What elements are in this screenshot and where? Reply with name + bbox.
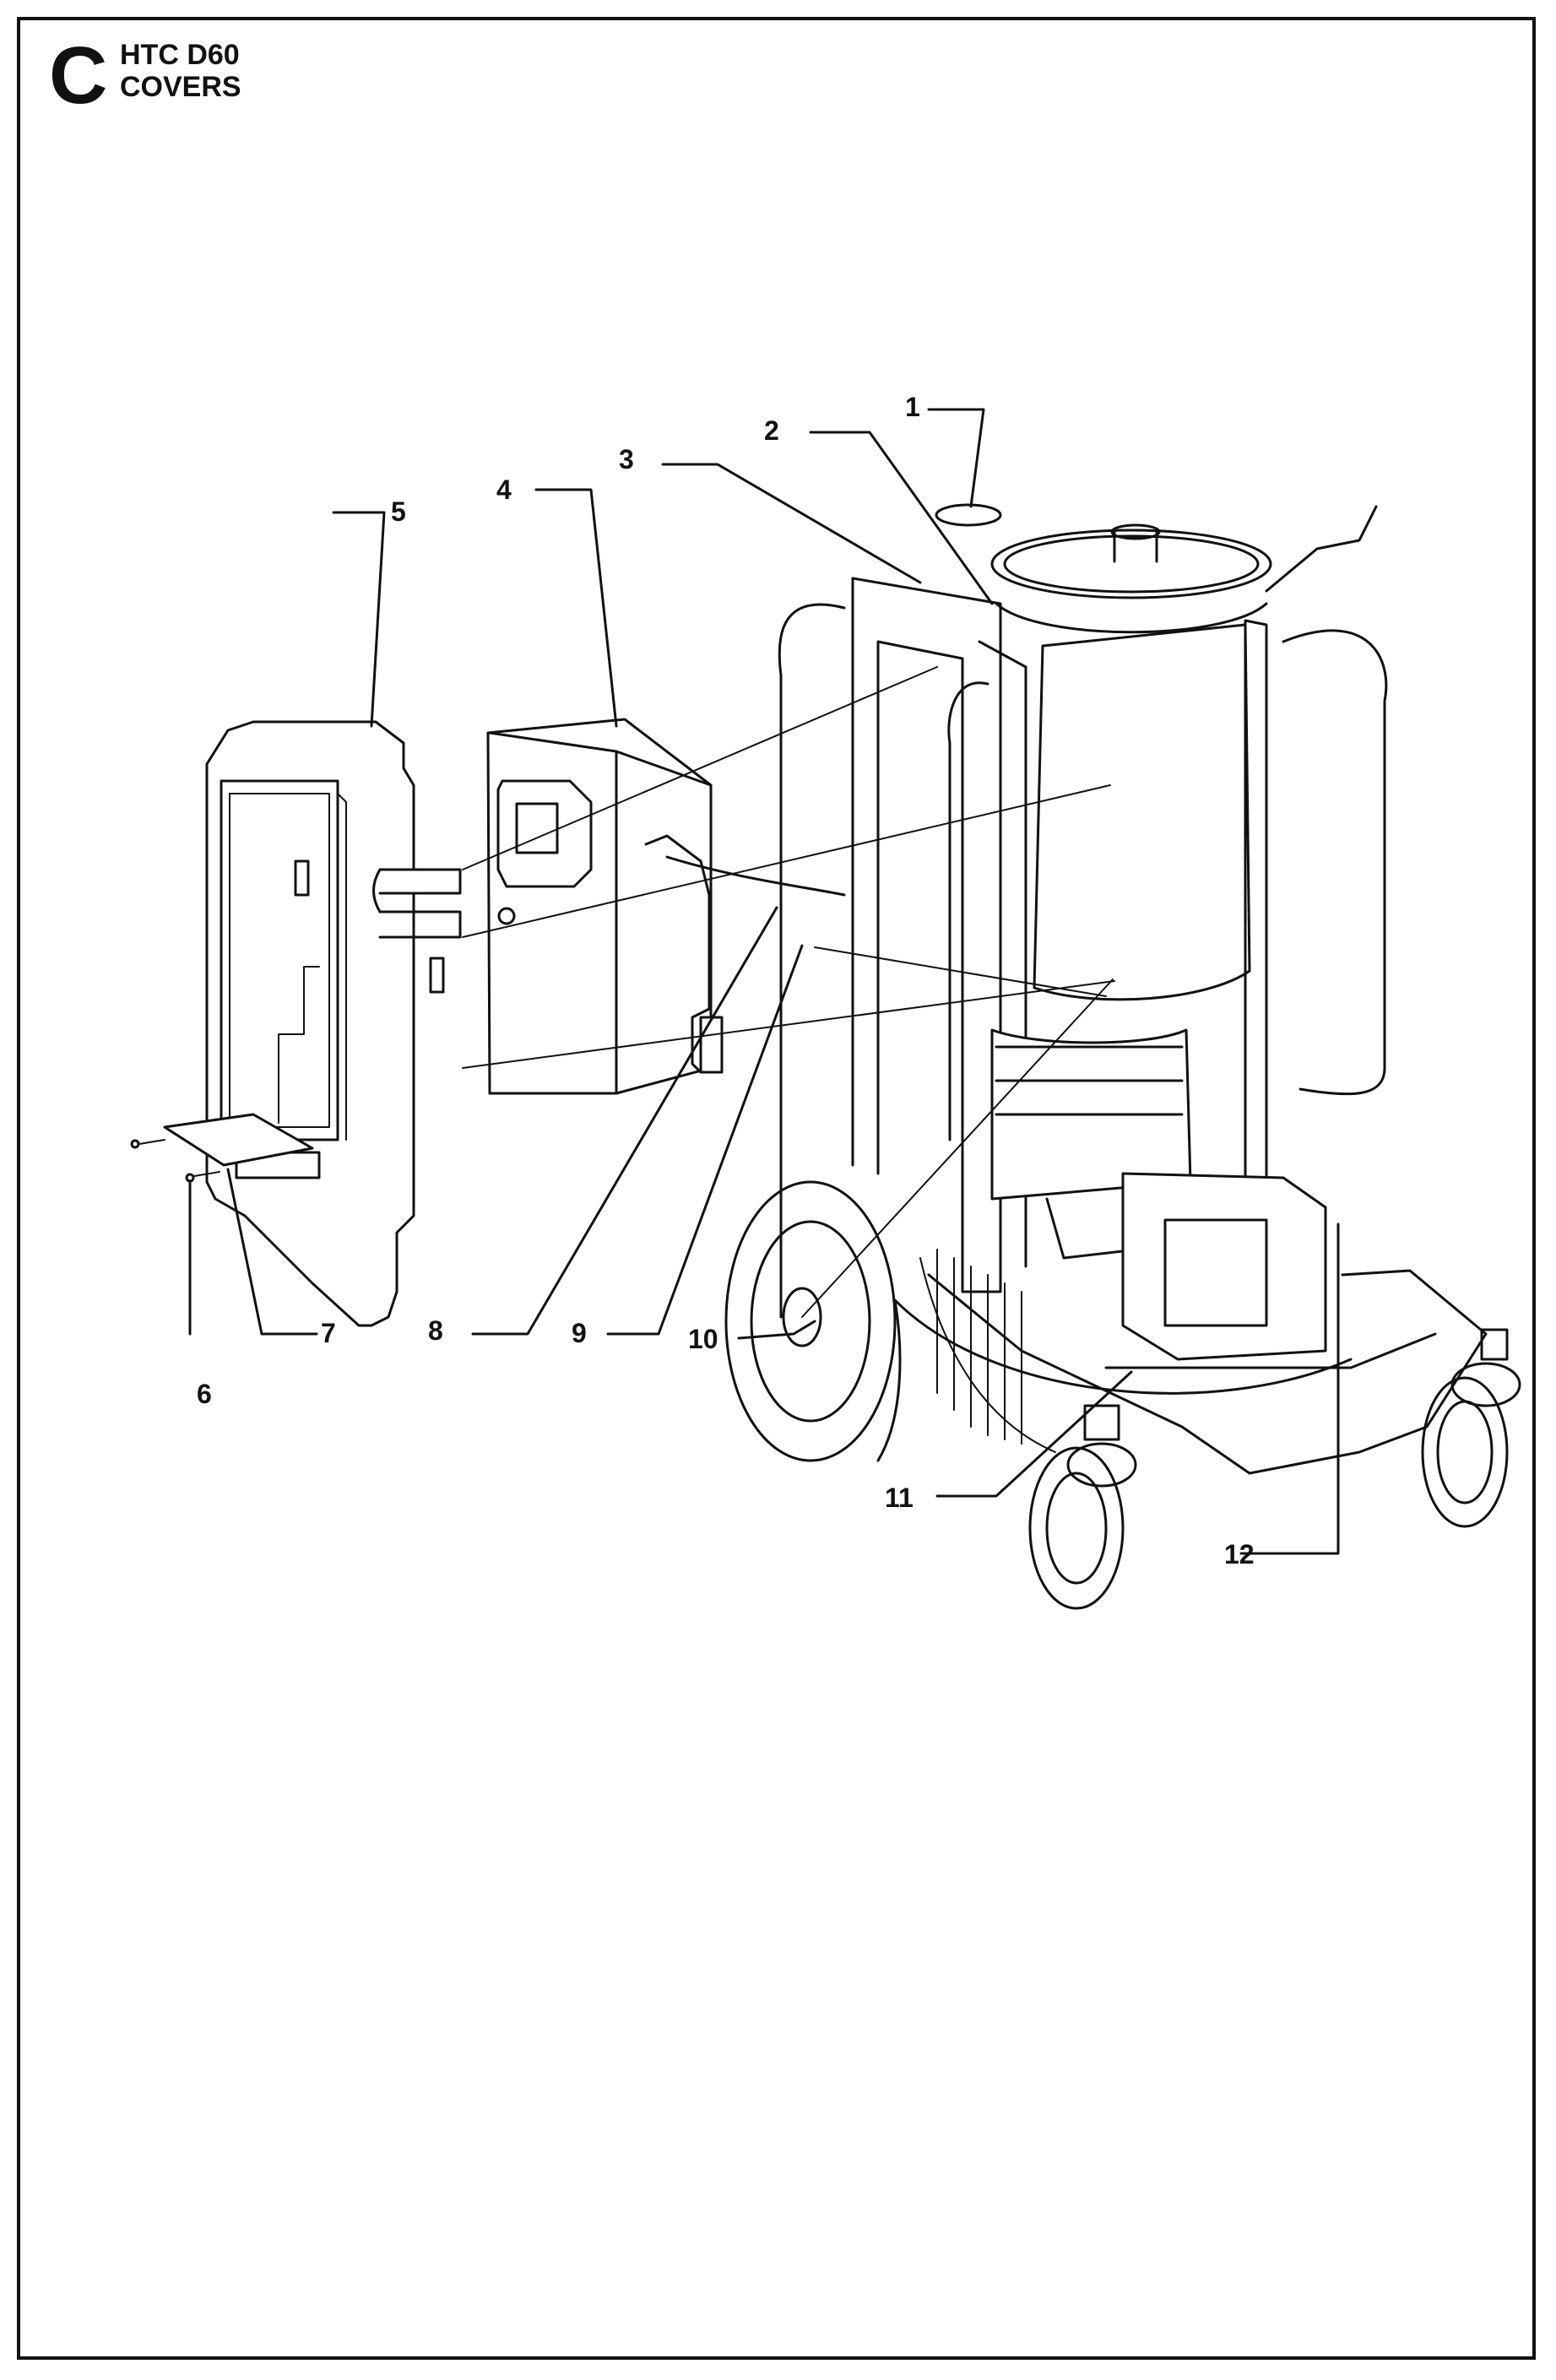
motor-unit <box>990 1028 1192 1260</box>
callout-10: 10 <box>688 1324 718 1354</box>
callout-7: 7 <box>321 1318 336 1348</box>
section-letter: C <box>49 30 108 121</box>
hopper-tank <box>990 505 1378 1001</box>
callout-1: 1 <box>905 392 920 422</box>
bracket-part <box>1121 1172 1327 1361</box>
callout-9: 9 <box>572 1318 587 1348</box>
caster-wheel-right <box>1421 1328 1521 1528</box>
cap-part <box>935 503 1002 527</box>
control-box <box>486 718 846 1095</box>
trolley-frame <box>778 577 1388 1319</box>
callout-8: 8 <box>428 1315 443 1346</box>
callout-11: 11 <box>885 1483 914 1513</box>
callout-6: 6 <box>197 1379 212 1409</box>
callout-3: 3 <box>619 444 634 474</box>
callout-5: 5 <box>391 496 406 527</box>
assembly-lines <box>462 666 1115 1318</box>
model-name: HTC D60 <box>120 39 240 71</box>
bar-part <box>130 1113 314 1183</box>
callout-12: 12 <box>1224 1539 1255 1569</box>
front-cover-panel <box>205 720 462 1327</box>
blower-fins <box>919 1249 1056 1453</box>
section-title: COVERS <box>120 71 241 103</box>
caster-wheel-left <box>1028 1404 1137 1610</box>
page-border <box>17 17 1536 2360</box>
callout-4: 4 <box>496 474 512 505</box>
rear-wheel <box>724 1180 902 1462</box>
callout-2: 2 <box>764 415 779 446</box>
leader-lines <box>188 408 1340 1555</box>
